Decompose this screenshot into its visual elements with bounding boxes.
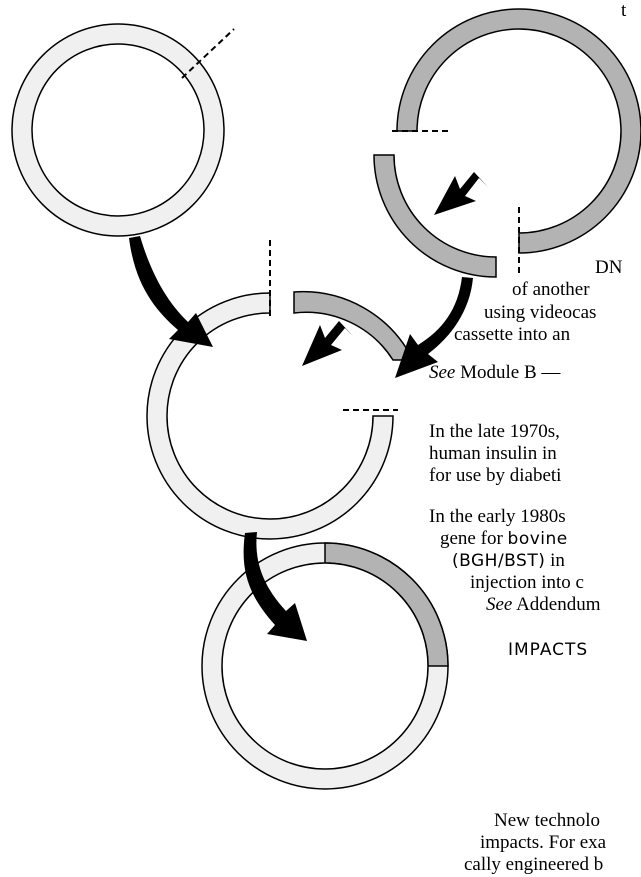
text-in: in — [545, 550, 565, 571]
text-impacts-line1: New technolo — [494, 810, 601, 831]
text-cassette-into: cassette into an — [454, 324, 571, 345]
arrow-insert-top — [434, 172, 488, 215]
cut-site-top-left — [181, 28, 235, 79]
plasmid-top-right-donor — [392, 8, 641, 273]
text-dna-fragment: DN — [595, 257, 623, 278]
text-see-italic: See — [429, 362, 456, 383]
text-bovine: bovine — [507, 529, 568, 549]
arrow-right-to-middle — [395, 277, 473, 378]
text-early-1980s-line4: injection into c — [470, 572, 584, 593]
text-fragment-top: t — [621, 0, 627, 21]
plasmid-middle-opened — [146, 240, 415, 540]
text-of-another: of another — [512, 279, 590, 300]
text-addendum-see: See — [486, 594, 513, 615]
text-early-1980s-line1: In the early 1980s — [429, 506, 566, 527]
text-late-1970s-line3: for use by diabeti — [429, 465, 562, 486]
arrow-insert-middle — [302, 321, 353, 366]
text-early-1980s-line3: (BGH/BST) in — [452, 550, 565, 572]
text-module-b: Module B — — [455, 362, 561, 383]
text-impacts-line2: impacts. For exa — [480, 832, 607, 853]
plasmid-top-left — [11, 23, 235, 237]
arrow-left-to-middle — [129, 236, 213, 347]
text-using-videocas: using videocas — [484, 302, 597, 323]
plasmid-recombinant — [201, 542, 449, 790]
text-early-1980s-line2: gene for bovine — [440, 528, 568, 550]
text-late-1970s-line2: human insulin in — [429, 443, 557, 464]
excised-gene-fragment — [373, 154, 497, 278]
text-see-module-b: See Module B — — [429, 362, 560, 384]
text-late-1970s-line1: In the late 1970s, — [429, 421, 560, 442]
text-gene-for: gene for — [440, 528, 508, 549]
heading-impacts: IMPACTS — [508, 640, 589, 660]
arrow-middle-to-bottom — [243, 532, 307, 641]
text-bgh-bst: (BGH/BST) — [452, 551, 546, 571]
text-addendum: See Addendum — [486, 594, 601, 616]
text-addendum-rest: Addendum — [512, 594, 601, 615]
text-impacts-line3: cally engineered b — [464, 854, 604, 875]
